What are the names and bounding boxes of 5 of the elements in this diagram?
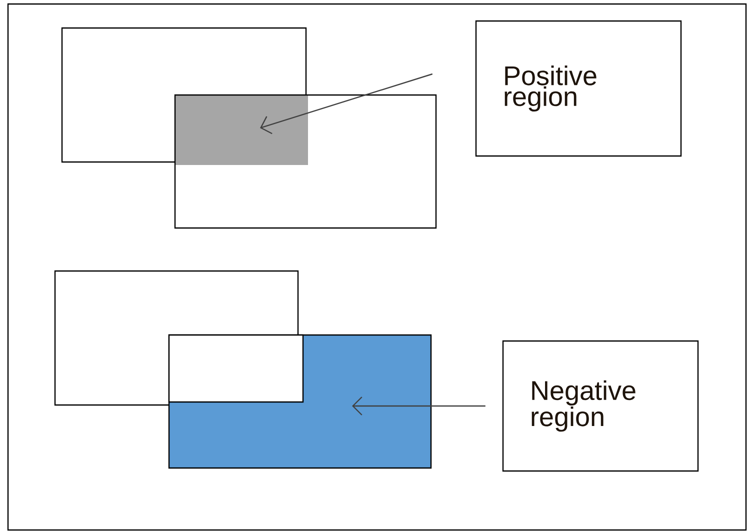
shaded-region xyxy=(175,95,308,165)
arrow xyxy=(352,396,486,416)
text-box: Positive region xyxy=(475,20,682,157)
arrow xyxy=(260,73,433,134)
text-box: Negative region xyxy=(502,340,699,472)
